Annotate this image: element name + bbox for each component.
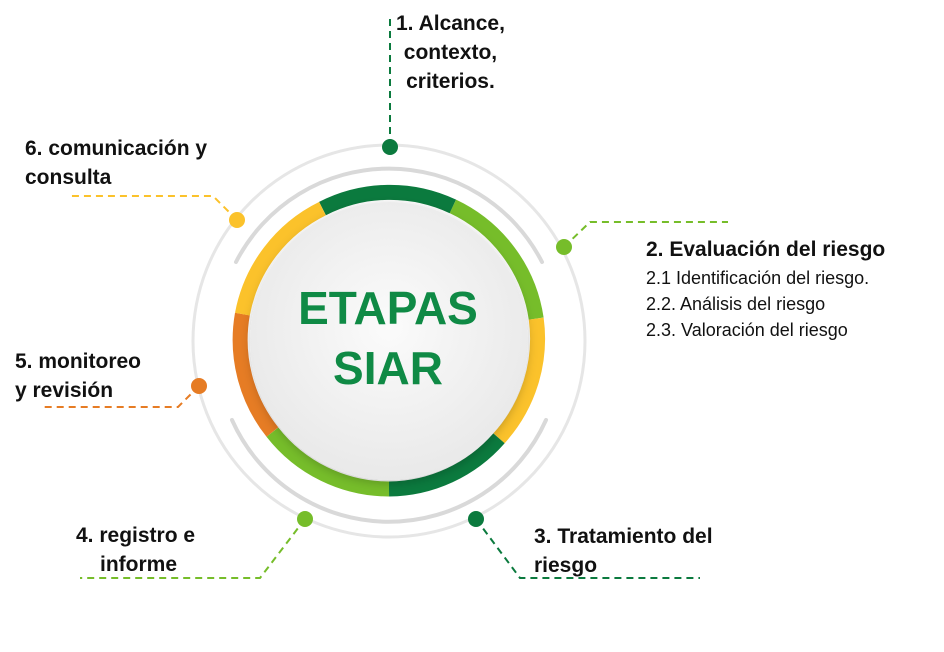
ring-segment-dark-green-bottom bbox=[388, 433, 505, 497]
ring-segment-light-green-right bbox=[449, 199, 544, 320]
gray-arc-bottom bbox=[230, 418, 548, 524]
dot-alcance bbox=[382, 139, 398, 155]
ring-segment-dark-green-top bbox=[319, 184, 457, 216]
stage-1-line-1: 1. Alcance, bbox=[396, 12, 505, 35]
dot-registro bbox=[297, 511, 313, 527]
stage-5-line-1: 5. monitoreo bbox=[15, 350, 142, 373]
dot-monitoreo bbox=[191, 378, 207, 394]
center-title-line-1: ETAPAS bbox=[298, 282, 478, 334]
stage-2-sub-3: 2.3. Valoración del riesgo bbox=[646, 320, 848, 340]
stage-2-sub-2: 2.2. Análisis del riesgo bbox=[646, 294, 826, 314]
stage-3-label: 3. Tratamiento del riesgo bbox=[534, 522, 713, 580]
stage-1-line-3: criterios. bbox=[406, 70, 495, 93]
gray-arc-top bbox=[234, 166, 544, 264]
stage-2-line-1: 2. Evaluación del riesgo bbox=[646, 238, 886, 261]
leader-comunicacion bbox=[70, 195, 238, 221]
middle-gray-ring bbox=[230, 166, 548, 524]
ring-segment-orange-left bbox=[232, 312, 279, 437]
ring-segment-yellow-right bbox=[493, 317, 546, 444]
ring-segment-yellow-left bbox=[235, 201, 326, 316]
stage-1-label: 1. Alcance, contexto, criterios. bbox=[396, 9, 505, 96]
stage-ring bbox=[232, 184, 546, 497]
stage-3-line-1: 3. Tratamiento del bbox=[534, 525, 713, 548]
stage-2-sub-1: 2.1 Identificación del riesgo. bbox=[646, 268, 870, 288]
dot-comunicacion bbox=[229, 212, 245, 228]
stage-6-line-2: consulta bbox=[25, 166, 112, 189]
stage-6-label: 6. comunicación y consulta bbox=[25, 134, 207, 192]
leader-evaluacion bbox=[563, 221, 728, 248]
stage-2-sublist: 2.1 Identificación del riesgo. 2.2. Anál… bbox=[646, 265, 869, 343]
stage-2-label: 2. Evaluación del riesgo bbox=[646, 235, 885, 264]
stage-4-line-1: 4. registro e bbox=[76, 524, 196, 547]
center-title-line-2: SIAR bbox=[333, 342, 443, 394]
stage-4-line-2: informe bbox=[100, 553, 178, 576]
stage-3-line-2: riesgo bbox=[534, 554, 598, 577]
leader-monitoreo bbox=[40, 385, 200, 408]
dot-evaluacion bbox=[556, 239, 572, 255]
stage-5-label: 5. monitoreo y revisión bbox=[15, 347, 141, 405]
center-title: ETAPAS SIAR bbox=[288, 278, 488, 398]
stage-1-line-2: contexto, bbox=[403, 41, 498, 64]
ring-segment-light-green-bottom bbox=[266, 427, 390, 497]
leader-lines bbox=[40, 18, 728, 579]
stage-5-line-2: y revisión bbox=[15, 379, 114, 402]
dot-tratamiento bbox=[468, 511, 484, 527]
leader-registro bbox=[80, 518, 306, 579]
center-disc bbox=[250, 202, 528, 480]
stage-4-label: 4. registro e informe bbox=[76, 521, 195, 579]
stage-dots bbox=[191, 139, 572, 527]
stage-6-line-1: 6. comunicación y bbox=[25, 137, 208, 160]
leader-tratamiento bbox=[475, 518, 700, 579]
